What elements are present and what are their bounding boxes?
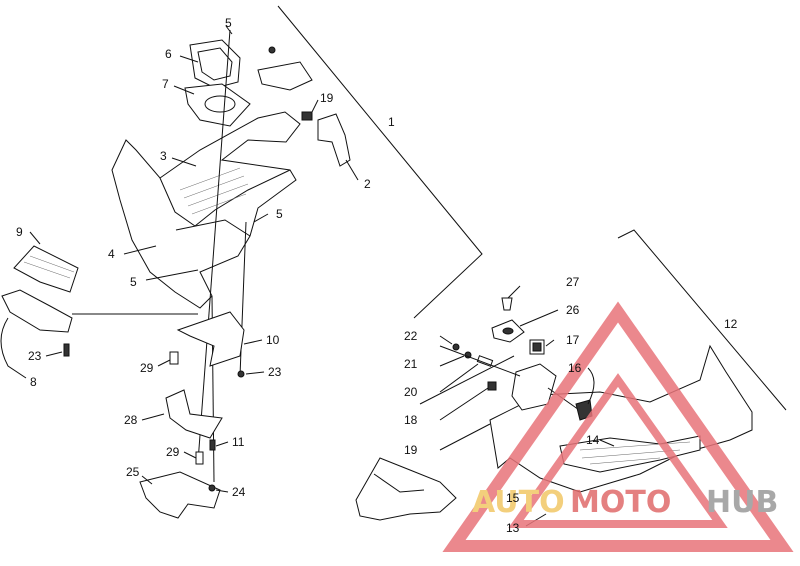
part-23b-nut: [237, 370, 245, 378]
part-2-bracket: [317, 113, 351, 167]
callout-10: 10: [266, 333, 280, 347]
callout-7: 7: [162, 77, 169, 91]
part-28-bracket: [165, 389, 223, 439]
bracket-1: [277, 5, 483, 319]
top-screw: [268, 46, 276, 54]
callout-8: 8: [30, 375, 37, 389]
top-bracket: [257, 61, 313, 91]
part-8-panel: [1, 289, 73, 333]
callout-16: 16: [568, 361, 582, 375]
callout-6: 6: [165, 47, 172, 61]
callout-25: 25: [126, 465, 140, 479]
part-9-texture: [23, 255, 75, 279]
callout-29b: 29: [166, 445, 180, 459]
callout-14: 14: [586, 433, 600, 447]
callout-11: 11: [232, 435, 245, 449]
part-9-pad: [13, 245, 79, 293]
watermark-triangle: [442, 301, 794, 552]
watermark-triangle-inner: [508, 373, 728, 528]
part-3-main-cover: [111, 111, 301, 309]
part-3-texture: [179, 167, 249, 215]
callout-3: 3: [160, 149, 167, 163]
bracket-12: [617, 229, 787, 411]
part-3-ridge: [159, 169, 291, 227]
part-24-screw: [208, 484, 216, 492]
part-10-shield: [176, 311, 245, 367]
callout-19b: 19: [404, 443, 418, 457]
callout-23b: 23: [268, 365, 282, 379]
callout-21: 21: [404, 357, 418, 371]
callout-5b: 5: [276, 207, 283, 221]
watermark: AUTO MOTO HUB: [442, 301, 794, 552]
left-assembly: [0, 5, 483, 519]
callout-9: 9: [16, 225, 23, 239]
right-assembly: [355, 229, 787, 527]
watermark-auto: AUTO: [472, 485, 565, 520]
callout-20: 20: [404, 385, 418, 399]
part-11-screw: [209, 439, 216, 451]
part-29a-clip: [169, 351, 179, 365]
part-15-cover: [355, 457, 457, 521]
callout-5c: 5: [130, 275, 137, 289]
callout-15: 15: [506, 491, 520, 505]
callout-18: 18: [404, 413, 418, 427]
watermark-hub: HUB: [706, 485, 778, 520]
callout-4: 4: [108, 247, 115, 261]
callout-labels: 5 6 7 19 1 3 2 5 9 4 5 27 26 12 22 17 10…: [16, 16, 738, 535]
callout-1: 1: [388, 115, 395, 129]
callout-27: 27: [566, 275, 580, 289]
callout-26: 26: [566, 303, 580, 317]
callout-13: 13: [506, 521, 520, 535]
callout-2: 2: [364, 177, 371, 191]
part-6-inner: [197, 47, 233, 81]
callout-19a: 19: [320, 91, 334, 105]
part-7-hole: [204, 95, 236, 113]
part-27-screw: [501, 297, 513, 311]
part-19b-clip: [487, 381, 497, 391]
watermark-moto: MOTO: [570, 485, 671, 520]
part-25-panel: [139, 471, 221, 519]
callout-5a: 5: [225, 16, 232, 30]
callout-12: 12: [724, 317, 738, 331]
part-19a-clip: [301, 111, 313, 121]
callout-24: 24: [232, 485, 246, 499]
align-line-a: [197, 29, 231, 463]
callout-23a: 23: [28, 349, 42, 363]
part-29b-clip: [195, 451, 204, 465]
part-23a-screw: [63, 343, 70, 357]
callout-17: 17: [566, 333, 580, 347]
callout-29a: 29: [140, 361, 154, 375]
callout-22: 22: [404, 329, 418, 343]
part-20-bolt: [476, 355, 494, 367]
part-4-edge: [175, 219, 251, 237]
part-22-nut: [452, 343, 460, 351]
callout-28: 28: [124, 413, 138, 427]
